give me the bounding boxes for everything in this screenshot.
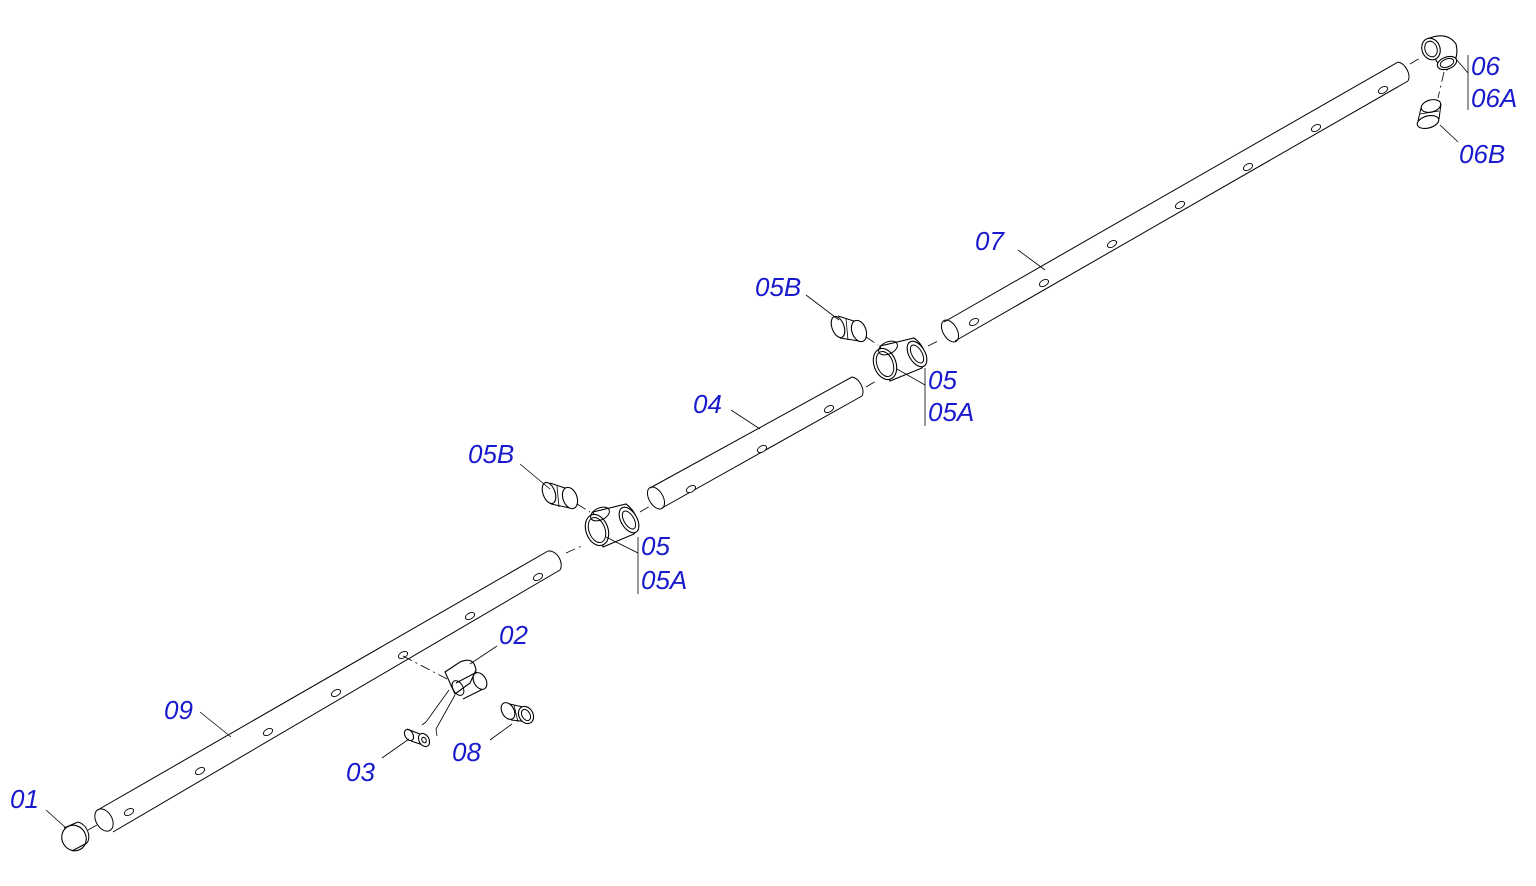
end-cap-01	[61, 821, 98, 852]
elbow-fitting-06	[1421, 35, 1458, 99]
label-05-left: 05	[641, 531, 670, 561]
tee-fitting-05-right	[872, 337, 941, 382]
label-03: 03	[346, 757, 375, 787]
label-07: 07	[975, 226, 1005, 256]
outlet-fitting-02	[402, 655, 488, 737]
label-06b: 06B	[1459, 139, 1505, 169]
pipe-07	[940, 57, 1421, 343]
label-04: 04	[693, 389, 722, 419]
bushing-05b-left	[541, 481, 591, 513]
part-labels: 01 09 02 03 08 05B 05 05A 04 05B 05 05A …	[10, 51, 1517, 814]
leader-lines	[45, 55, 1469, 829]
label-05a-left: 05A	[641, 565, 687, 595]
tee-fitting-05-left	[565, 503, 651, 554]
label-05b-right: 05B	[755, 272, 801, 302]
pipe-09	[94, 550, 562, 833]
bushing-05b-right	[830, 315, 879, 346]
label-02: 02	[499, 620, 528, 650]
label-06: 06	[1471, 51, 1500, 81]
nozzle-08	[500, 702, 535, 725]
label-05-right: 05	[928, 365, 957, 395]
label-05a-right: 05A	[928, 397, 974, 427]
pipe-04	[646, 376, 877, 510]
bushing-06b	[1416, 99, 1442, 130]
label-09: 09	[164, 695, 193, 725]
label-06a: 06A	[1471, 83, 1517, 113]
plug-03	[403, 728, 431, 748]
label-05b-left: 05B	[468, 439, 514, 469]
label-08: 08	[452, 737, 481, 767]
label-01: 01	[10, 784, 39, 814]
